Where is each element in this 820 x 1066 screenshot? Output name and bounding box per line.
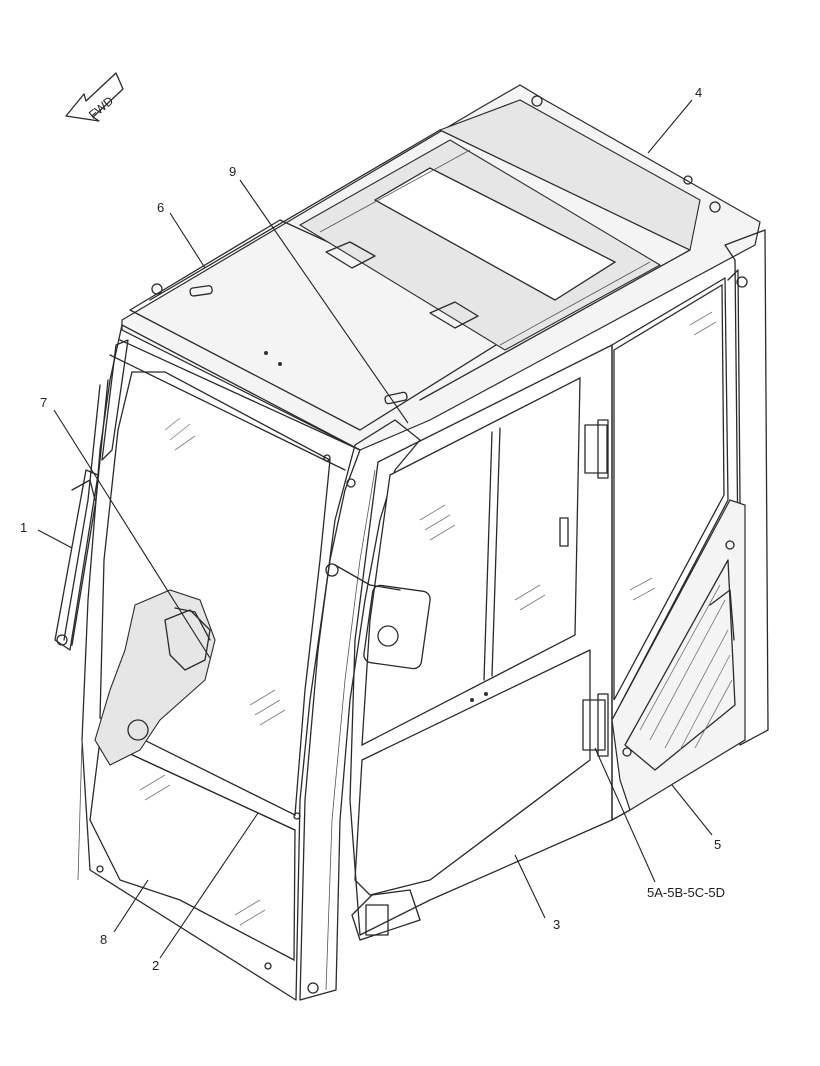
cab-roof (121, 84, 761, 451)
callout-6: 6 (157, 200, 164, 215)
callout-2: 2 (152, 958, 159, 973)
callout-4: 4 (695, 85, 702, 100)
door-hinges (582, 419, 609, 757)
wiper-motor (94, 589, 216, 766)
front-right-pillar (96, 419, 421, 1001)
leader-lines (37, 99, 713, 959)
callout-9: 9 (229, 164, 236, 179)
callout-1: 1 (20, 520, 27, 535)
callout-5a-5d: 5A-5B-5C-5D (647, 885, 725, 900)
forward-arrow-icon: FWD (65, 72, 124, 122)
rear-side-panel (611, 499, 746, 811)
callout-8: 8 (100, 932, 107, 947)
side-mirror (325, 563, 431, 670)
callout-7: 7 (40, 395, 47, 410)
callout-5: 5 (714, 837, 721, 852)
callout-3: 3 (553, 917, 560, 932)
callout-labels: 1 2 3 4 5 5A-5B-5C-5D 6 7 8 9 (20, 85, 725, 973)
right-side-wall (611, 229, 769, 821)
fwd-label: FWD (86, 93, 116, 122)
